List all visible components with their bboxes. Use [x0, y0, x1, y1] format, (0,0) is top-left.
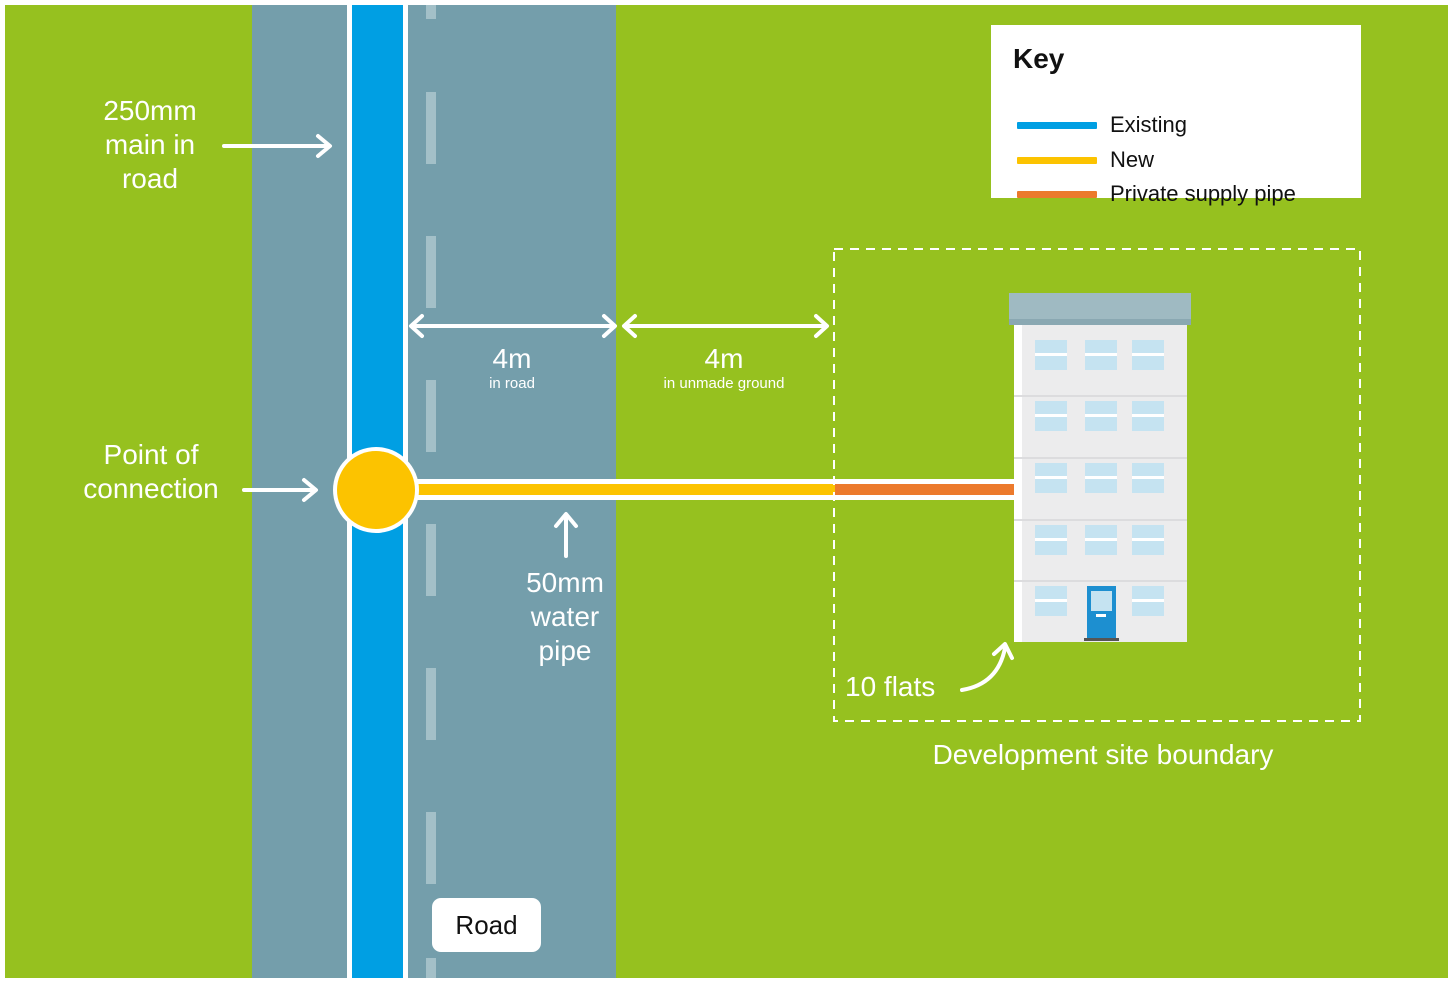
boundary-label: Development site boundary [932, 739, 1274, 770]
connection-label: Point of connection [60, 438, 242, 506]
main-label-line2: main in [104, 129, 196, 160]
dimension-road-value: 4m [492, 343, 532, 374]
key-label-new: New [1110, 147, 1155, 172]
key-label-existing: Existing [1110, 112, 1188, 137]
pipe-label-line2: water [530, 601, 600, 632]
key-item-new: New [1017, 145, 1154, 175]
flats-label: 10 flats [845, 671, 936, 702]
dimension-ground-sub: in unmade ground [663, 375, 785, 392]
road-label: Road [432, 898, 541, 952]
private-swatch [1017, 190, 1097, 198]
dimension-ground-label: 4m in unmade ground [634, 342, 814, 392]
connection-label-line1: Point of [103, 439, 199, 470]
road-centre-dashes [426, 5, 436, 978]
private-supply-pipe [835, 484, 1015, 495]
main-label-line3: road [121, 163, 179, 194]
new-water-pipe [380, 484, 835, 495]
key-legend: Key Existing New Private supply pipe [991, 25, 1361, 206]
new-swatch [1017, 156, 1097, 164]
apartment-building [1009, 293, 1191, 642]
main-label-line1: 250mm [103, 95, 197, 126]
pipe-label: 50mm water pipe [504, 566, 626, 668]
key-item-private: Private supply pipe [1017, 179, 1296, 209]
development-site-boundary [833, 248, 1361, 722]
existing-swatch [1017, 121, 1097, 129]
dimension-arrow-road [409, 314, 617, 338]
arrow-to-connection [242, 478, 318, 502]
dimension-road-label: 4m in road [462, 342, 562, 392]
connection-point-fill [337, 451, 415, 529]
key-label-private: Private supply pipe [1110, 181, 1296, 206]
dimension-road-sub: in road [489, 375, 535, 392]
connection-label-line2: connection [83, 473, 219, 504]
main-label: 250mm main in road [70, 94, 230, 196]
arrow-to-pipe [554, 512, 578, 558]
key-item-existing: Existing [1017, 110, 1187, 140]
dimension-arrow-unmade-ground [622, 314, 829, 338]
curved-arrow-to-flats [960, 642, 1014, 692]
dimension-ground-value: 4m [704, 343, 744, 374]
pipe-label-line1: 50mm [526, 567, 604, 598]
key-title: Key [1013, 43, 1065, 74]
pipe-label-line3: pipe [538, 635, 592, 666]
arrow-to-main [222, 134, 332, 158]
